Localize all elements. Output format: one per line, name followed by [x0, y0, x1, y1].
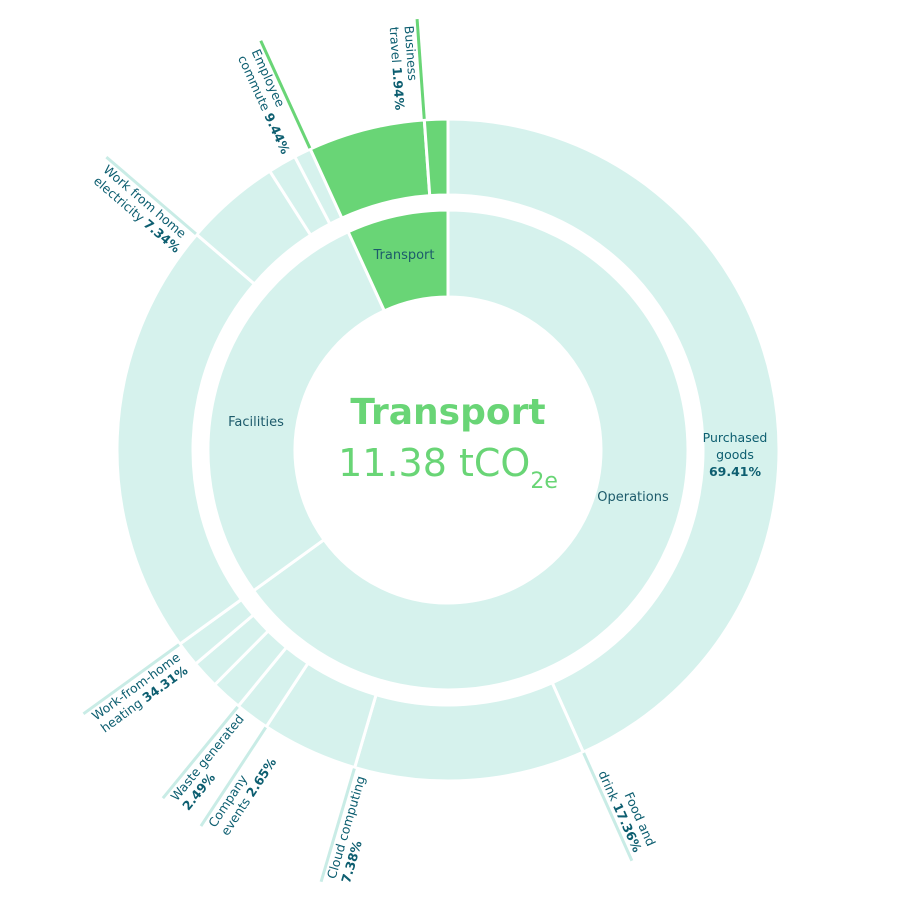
label-text: Purchased [703, 430, 768, 445]
leader-line-work-from-home-heating [82, 643, 180, 716]
leader-line-waste-generated [161, 705, 239, 800]
center-label: Transport 11.38 tCO2e [338, 392, 558, 494]
leader-line-cloud-computing [319, 768, 356, 883]
label-value: 2.65% [243, 755, 280, 800]
label-value: 1.94% [389, 66, 407, 111]
leader-line-work-from-home-electricity [105, 155, 197, 236]
label-line: 69.41% [709, 464, 762, 479]
label-group-work-from-home-heating: Work-from-homeheating 34.31% [89, 649, 192, 735]
center-value-text: 11.38 tCO [338, 441, 530, 485]
label-work-from-home-electricity: Work from homeelectricity 7.34% [91, 162, 194, 256]
label-work-from-home-heating: Work-from-homeheating 34.31% [89, 649, 192, 735]
label-group-company-events: Companyevents 2.65% [205, 746, 279, 838]
center-value: 11.38 tCO2e [338, 441, 558, 494]
label-food-and-drink: Food anddrink 17.36% [595, 762, 658, 855]
ring-label-facilities: Facilities [228, 415, 284, 430]
leader-line-employee-commute [259, 40, 312, 149]
segment-business-travel[interactable] [422, 117, 450, 198]
center-unit-subscript: 2e [530, 469, 558, 494]
segment-transport[interactable] [346, 208, 450, 313]
leader-line-company-events [199, 726, 267, 827]
label-value: 9.44% [261, 111, 293, 157]
label-text: Business [402, 25, 421, 81]
label-business-travel: Businesstravel 1.94% [387, 25, 423, 111]
label-line: Business [402, 25, 421, 81]
label-value: 69.41% [709, 464, 762, 479]
label-purchased-goods: Purchased goods 69.41% [703, 430, 768, 479]
label-line: goods [716, 447, 754, 462]
label-group-business-travel: Businesstravel 1.94% [387, 25, 423, 111]
segment-food-and-drink[interactable] [352, 680, 586, 783]
label-group-work-from-home-electricity: Work from homeelectricity 7.34% [91, 162, 194, 256]
label-cloud-computing: Cloud computing7.38% [324, 774, 383, 885]
label-company-events: Companyevents 2.65% [205, 746, 279, 838]
leader-line-food-and-drink [582, 752, 634, 862]
label-line: travel 1.94% [387, 26, 408, 111]
segments [115, 117, 781, 783]
center-title: Transport [350, 392, 545, 433]
segment-facilities[interactable] [206, 229, 387, 593]
leader-line-business-travel [415, 19, 426, 119]
segment-operations[interactable] [251, 208, 690, 692]
label-text: travel [387, 26, 405, 67]
ring-label-operations: Operations [597, 490, 669, 505]
label-group-cloud-computing: Cloud computing7.38% [324, 774, 383, 885]
label-line: Purchased [703, 430, 768, 445]
ring-label-transport: Transport [372, 248, 434, 263]
label-text: goods [716, 447, 754, 462]
segment-purchased-goods[interactable] [446, 117, 781, 755]
label-group-food-and-drink: Food anddrink 17.36% [595, 762, 658, 855]
